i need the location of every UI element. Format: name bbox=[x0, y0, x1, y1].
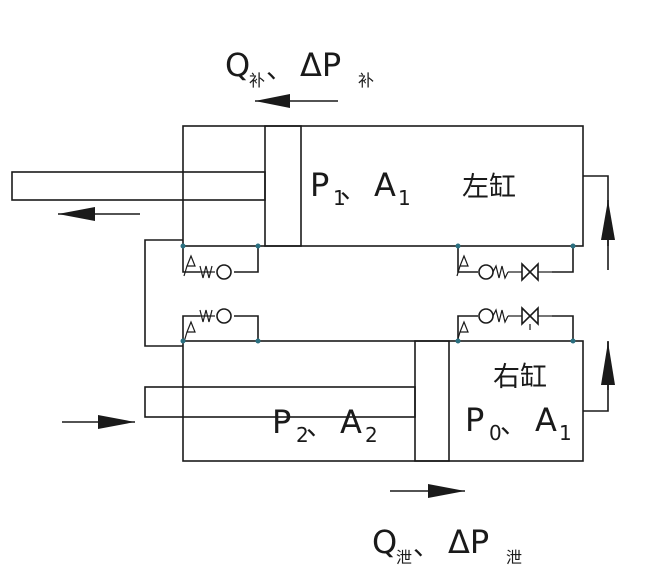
arrow-up-upper bbox=[601, 200, 615, 270]
bottom-flow-dp: ΔP bbox=[448, 523, 489, 561]
right-cyl-a-sub: 1 bbox=[559, 421, 572, 445]
shutoff-valve-icon bbox=[521, 306, 539, 326]
spring-symbol bbox=[492, 308, 509, 324]
arrow-rod-right bbox=[62, 415, 135, 429]
right-cyl-p-sub: 0 bbox=[489, 421, 502, 445]
bottom-flow-q: Q bbox=[372, 523, 397, 561]
arrow-bottom-right bbox=[390, 484, 465, 498]
left-cylinder-piston bbox=[264, 125, 302, 247]
throttle-symbol bbox=[183, 254, 196, 277]
spring-symbol bbox=[199, 309, 213, 323]
rod-p-sub: 2 bbox=[296, 423, 309, 447]
check-valve-ball bbox=[478, 308, 494, 324]
right-cylinder bbox=[144, 340, 584, 462]
crossover-pipe bbox=[144, 239, 183, 347]
arrow-rod-left bbox=[58, 207, 140, 221]
spring-symbol bbox=[492, 264, 509, 280]
bottom-flow-sep: 、 bbox=[413, 531, 440, 562]
valve-branch-upper-right bbox=[455, 243, 576, 282]
valve-branch-upper-left bbox=[180, 243, 261, 280]
rod-sep: 、 bbox=[306, 411, 333, 442]
right-cylinder-label: P 0 、 A 1 bbox=[465, 401, 572, 445]
left-cylinder-rod bbox=[11, 171, 266, 201]
rod-a-sub: 2 bbox=[365, 423, 378, 447]
right-cyl-name: 右缸 bbox=[493, 362, 547, 393]
right-cyl-a: A bbox=[535, 401, 557, 439]
arrow-top-left bbox=[255, 94, 338, 108]
right-cylinder-piston bbox=[414, 340, 450, 462]
check-valve-ball bbox=[478, 264, 494, 280]
bottom-flow-q-sub: 泄 bbox=[396, 548, 412, 567]
left-cylinder bbox=[11, 125, 584, 247]
right-cylinder-body bbox=[182, 340, 584, 462]
throttle-symbol bbox=[456, 254, 469, 277]
right-cylinder-rod bbox=[144, 386, 416, 418]
spring-symbol bbox=[199, 265, 213, 279]
check-valve-ball bbox=[216, 308, 232, 324]
top-flow-dp: ΔP bbox=[300, 46, 341, 84]
top-flow-q-sub: 补 bbox=[249, 71, 265, 90]
left-cyl-a-sub: 1 bbox=[398, 186, 411, 210]
bottom-flow-label: Q 泄 、 ΔP 泄 bbox=[372, 523, 522, 567]
left-cyl-a: A bbox=[374, 166, 396, 204]
valve-branch-lower-left bbox=[180, 308, 261, 344]
left-cyl-name: 左缸 bbox=[462, 172, 516, 203]
left-cylinder-label: P 1 、 A 1 左缸 bbox=[310, 166, 516, 210]
right-cyl-sep: 、 bbox=[500, 409, 527, 440]
valve-branch-lower-right bbox=[455, 306, 576, 344]
throttle-symbol bbox=[183, 320, 196, 343]
left-cyl-p-sub: 1 bbox=[333, 186, 346, 210]
top-flow-q: Q bbox=[225, 46, 250, 84]
left-cylinder-body bbox=[182, 125, 584, 247]
left-cyl-sep: 、 bbox=[340, 174, 367, 205]
rod-chamber-label: P 2 、 A 2 bbox=[272, 403, 378, 447]
top-flow-label: Q 补 、 ΔP 补 bbox=[225, 46, 374, 90]
top-flow-sep: 、 bbox=[266, 54, 293, 85]
left-cyl-p: P bbox=[310, 166, 329, 204]
check-valve-ball bbox=[216, 264, 232, 280]
bottom-flow-dp-sub: 泄 bbox=[506, 548, 522, 567]
shutoff-valve-icon bbox=[521, 262, 539, 282]
arrow-up-lower bbox=[601, 342, 615, 390]
rod-a: A bbox=[340, 403, 362, 441]
rod-p: P bbox=[272, 403, 291, 441]
right-cyl-p: P bbox=[465, 401, 484, 439]
top-flow-dp-sub: 补 bbox=[358, 71, 374, 90]
